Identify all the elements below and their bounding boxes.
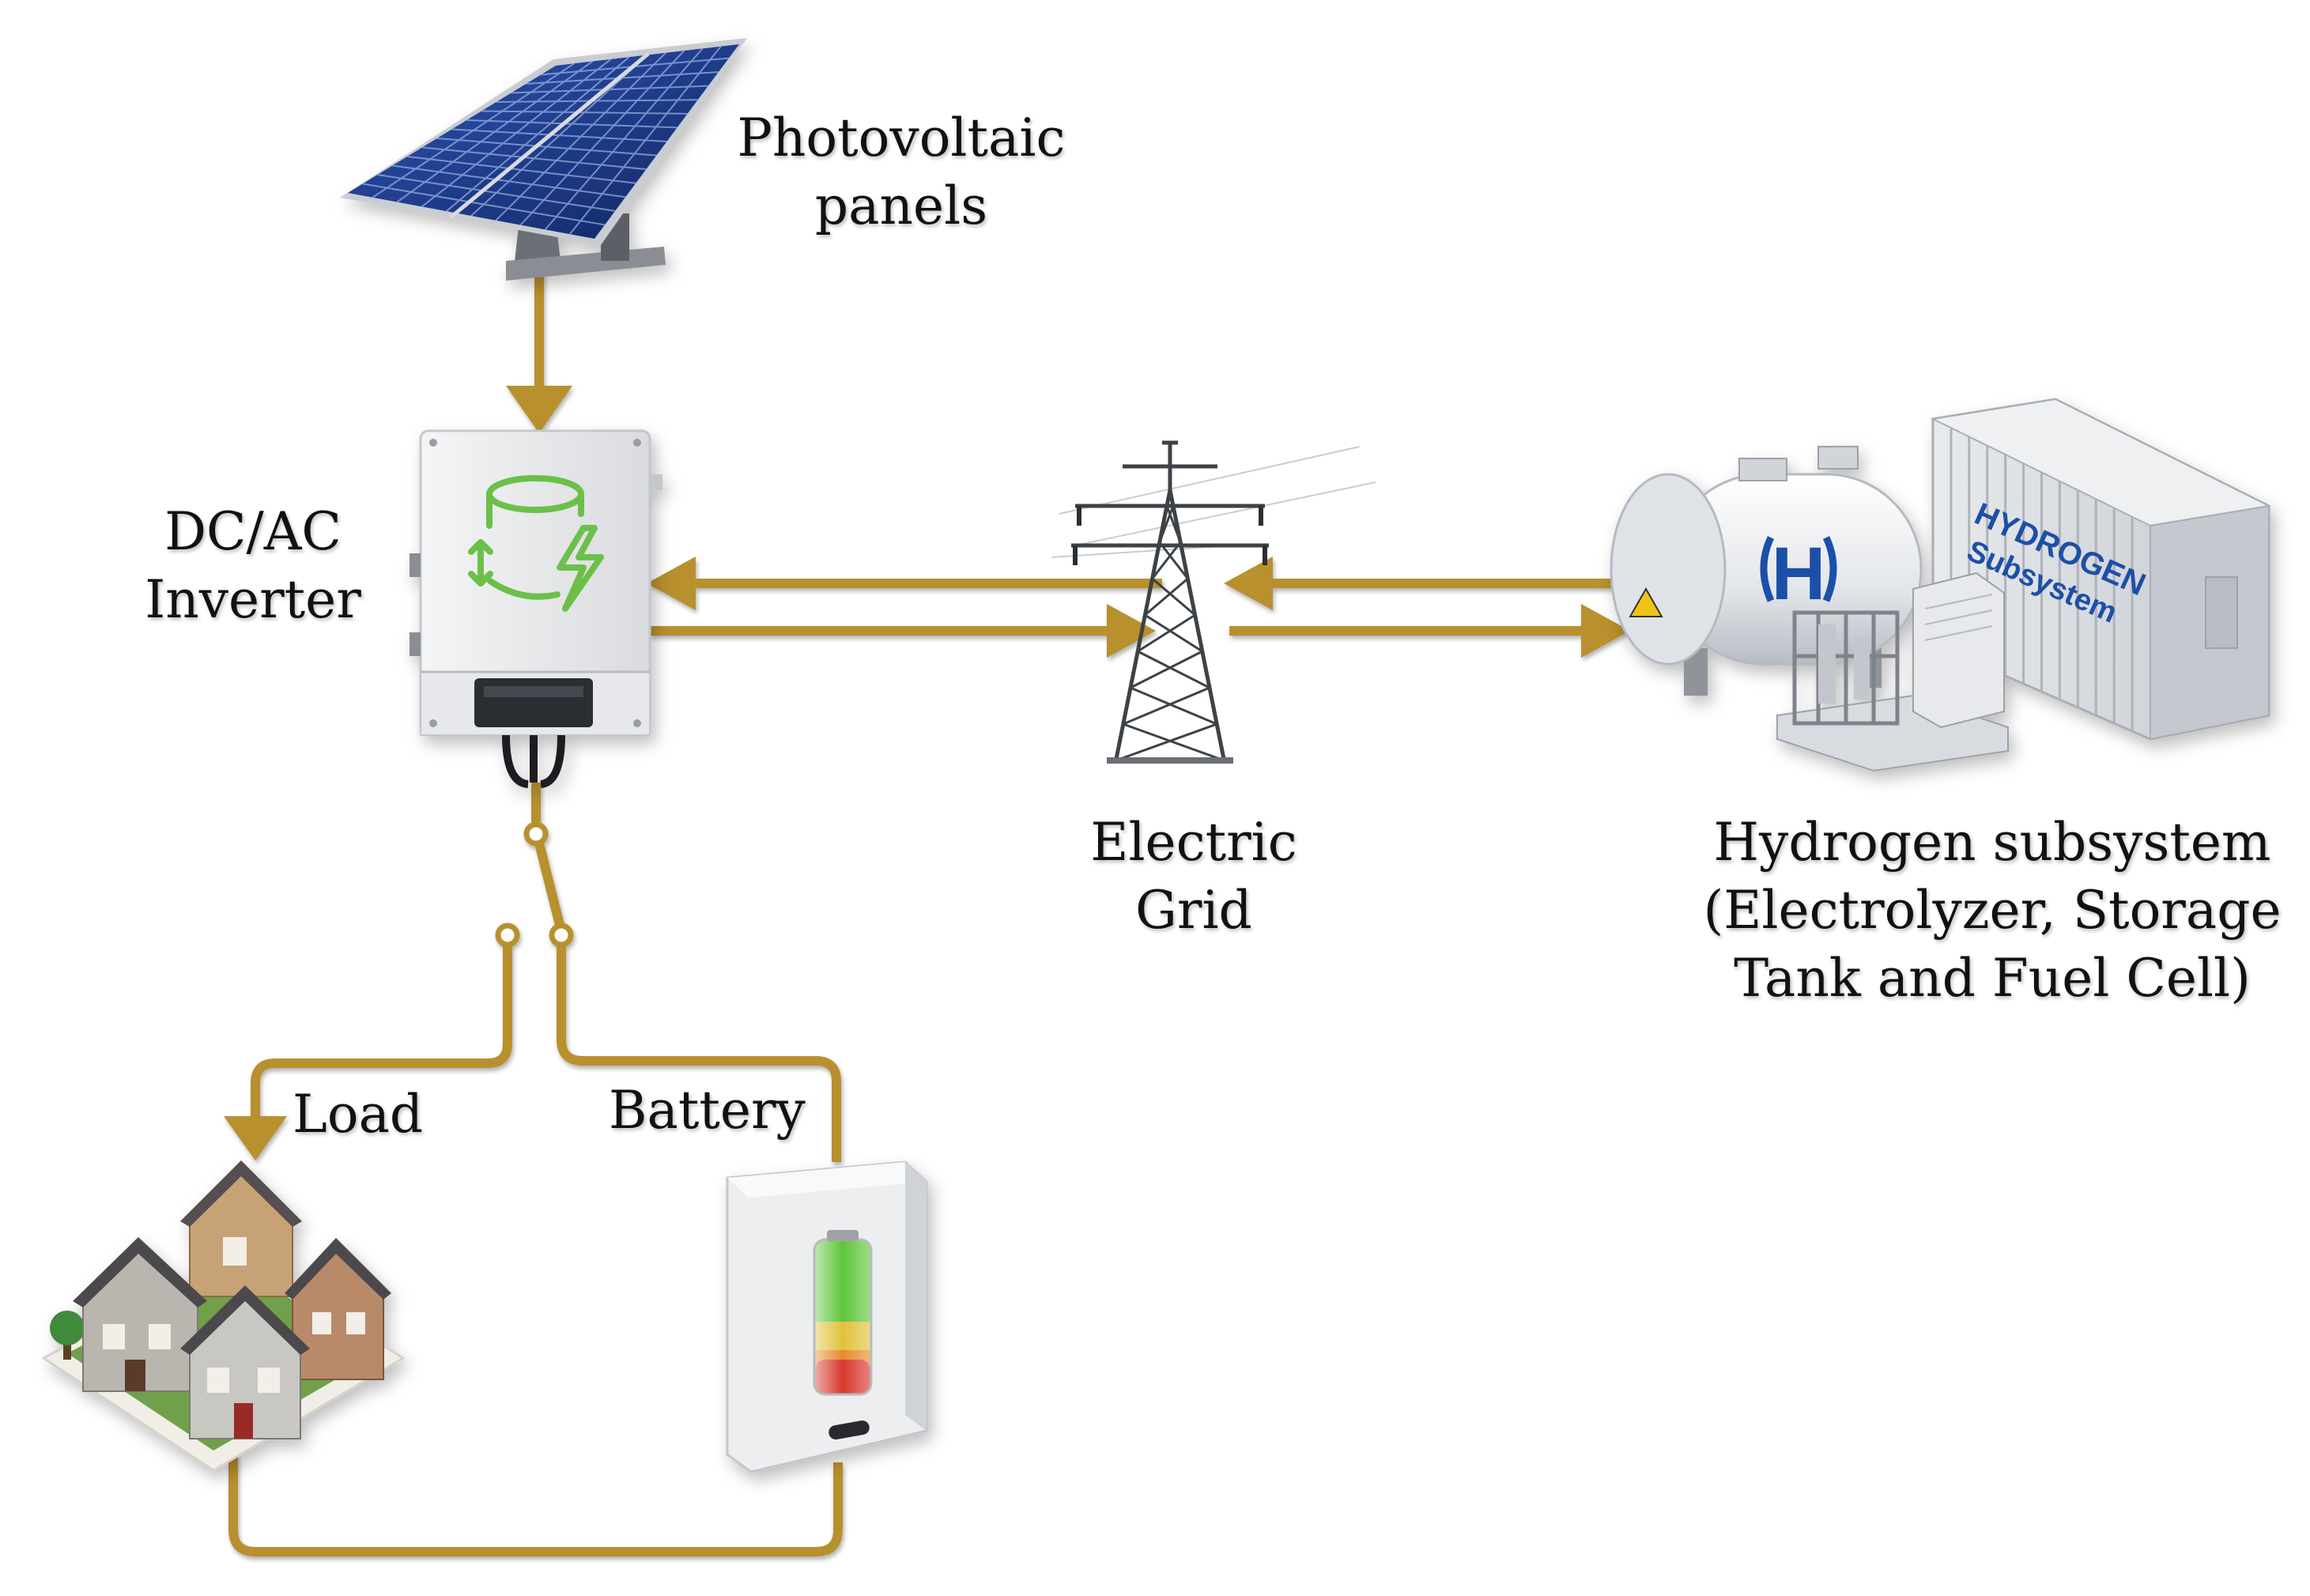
pv-label-line1: Photovoltaic [737,108,1066,168]
battery-label-text: Battery [609,1080,806,1141]
grid-to-hydrogen-arrow [1581,604,1630,658]
inverter-label: DC/AC Inverter [138,498,368,634]
grid-label: Electric Grid [1051,809,1336,945]
load-label-text: Load [293,1084,424,1145]
battery-unit-illustration [726,1160,928,1473]
hydrogen-subsystem-illustration: HYDROGEN Subsystem H [1610,398,2272,772]
power-flow-lines [224,273,1636,1556]
switch-contact-battery [549,923,574,948]
pv-label-line2: panels [814,175,988,236]
houses-load-illustration [41,1160,406,1472]
inverter-label-line2: Inverter [145,569,361,630]
battery-branch-line [557,945,841,1162]
battery-label: Battery [609,1077,830,1145]
battery-bolt-icon [468,475,604,612]
load-arrow [224,1116,287,1160]
hydrogen-label-line3: Tank and Fuel Cell) [1734,948,2251,1009]
pv-to-inverter-arrow [506,386,572,433]
photovoltaic-panel-illustration [340,38,747,281]
load-label: Load [293,1081,451,1149]
hydrogen-label: Hydrogen subsystem (Electrolyzer, Storag… [1700,809,2285,1013]
grid-label-line2: Grid [1135,880,1252,941]
inverter-to-grid-arrow [1107,604,1156,658]
load-battery-bottom-line [228,1455,843,1556]
load-branch-line [251,945,512,1122]
hydrogen-label-line1: Hydrogen subsystem [1713,812,2271,873]
grid-label-line1: Electric [1090,812,1297,873]
dc-ac-inverter-illustration [410,429,662,788]
inverter-label-line1: DC/AC [164,501,342,562]
tank-h-logo: H [1772,532,1826,616]
switch-pivot [523,821,549,847]
pv-label: Photovoltaic panels [735,104,1067,240]
switch-blade [534,842,564,926]
switch-contact-load [495,923,520,948]
grid-to-inverter-arrow [647,557,696,610]
hydrogen-to-grid-arrow [1224,557,1273,610]
hydrogen-label-line2: (Electrolyzer, Storage [1703,880,2282,941]
transmission-tower-illustration [1051,440,1376,764]
